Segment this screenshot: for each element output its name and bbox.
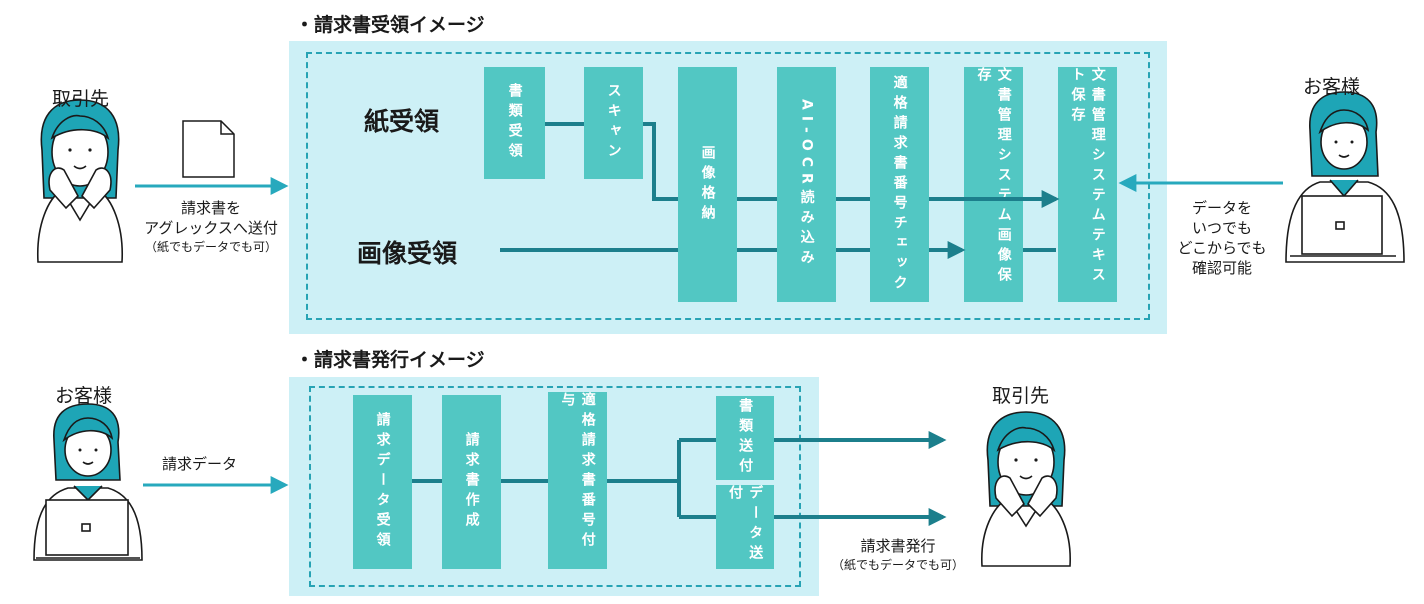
anytime-line4: 確認可能: [1191, 259, 1252, 277]
issue-note-line2: （紙でもデータでも可）: [831, 558, 964, 572]
box-send-data: データ送付: [716, 485, 774, 569]
anytime-line2: いつでも: [1191, 219, 1252, 237]
partner-avatar-icon-2: [981, 411, 1071, 567]
box-doc-text-save: 文書管理システムテキスト保存: [1058, 67, 1117, 302]
issue-invoice-note: 請求書発行 （紙でもデータでも可）: [818, 536, 978, 574]
box-receive-docs-text: 書類受領: [506, 83, 523, 163]
box-ai-ocr: AI-OCR読み込み: [777, 67, 836, 302]
image-receive-label: 画像受領: [357, 239, 458, 268]
issue-dashed-frame: [309, 386, 801, 587]
box-doc-text-save-text: 文書管理システムテキスト保存: [1069, 67, 1106, 287]
box-ai-ocr-text: AI-OCR読み込み: [798, 99, 815, 270]
receive-dashed-frame: [306, 52, 1150, 320]
paper-receive-label: 紙受領: [364, 107, 440, 136]
send-note-line3: （紙でもデータでも可）: [144, 240, 277, 254]
customer-label-bottom: お客様: [55, 385, 113, 407]
box-number-assign: 適格請求書番号付与: [548, 392, 607, 569]
line-scan-store: [643, 122, 678, 201]
box-image-store-text: 画像格納: [699, 144, 716, 225]
customer-avatar-icon-2: [33, 403, 143, 561]
box-image-store: 画像格納: [678, 67, 737, 302]
invoice-data-label: 請求データ: [162, 455, 238, 473]
box-send-data-text: データ送付: [727, 485, 764, 565]
box-receive-data-text: 請求データ受領: [374, 412, 391, 552]
issue-note-line1: 請求書発行: [860, 537, 936, 555]
send-note-line2: アグレックスへ送付: [144, 219, 278, 237]
send-note-line1: 請求書を: [180, 199, 241, 217]
partner-label-bottom: 取引先: [992, 385, 1050, 407]
box-receive-docs: 書類受領: [484, 67, 545, 179]
section1-title: ・請求書受領イメージ: [295, 14, 485, 36]
box-scan: スキャン: [584, 67, 643, 179]
anytime-note: データを いつでも どこからでも 確認可能: [1162, 198, 1282, 278]
box-doc-image-save: 文書管理システム画像保存: [964, 67, 1023, 302]
partner-avatar-icon: [37, 99, 123, 263]
send-invoice-note: 請求書を アグレックスへ送付 （紙でもデータでも可）: [126, 198, 296, 256]
box-invoice-check-text: 適格請求書番号チェック: [891, 74, 908, 295]
document-icon: [182, 120, 235, 178]
box-scan-text: スキャン: [605, 83, 622, 163]
partner-label-top: 取引先: [52, 88, 110, 110]
box-send-docs: 書類送付: [716, 396, 774, 480]
customer-label-top: お客様: [1303, 76, 1361, 98]
box-create-invoice-text: 請求書作成: [463, 432, 480, 532]
anytime-line1: データを: [1191, 199, 1252, 217]
customer-avatar-icon: [1285, 91, 1405, 263]
box-doc-image-save-text: 文書管理システム画像保存: [975, 67, 1012, 287]
line-number-branch: [607, 440, 681, 517]
box-send-docs-text: 書類送付: [737, 398, 754, 478]
box-receive-data: 請求データ受領: [353, 395, 412, 569]
box-invoice-check: 適格請求書番号チェック: [870, 67, 929, 302]
anytime-line3: どこからでも: [1177, 239, 1267, 257]
box-number-assign-text: 適格請求書番号付与: [559, 392, 596, 552]
section2-title: ・請求書発行イメージ: [295, 349, 485, 371]
box-create-invoice: 請求書作成: [442, 395, 501, 569]
